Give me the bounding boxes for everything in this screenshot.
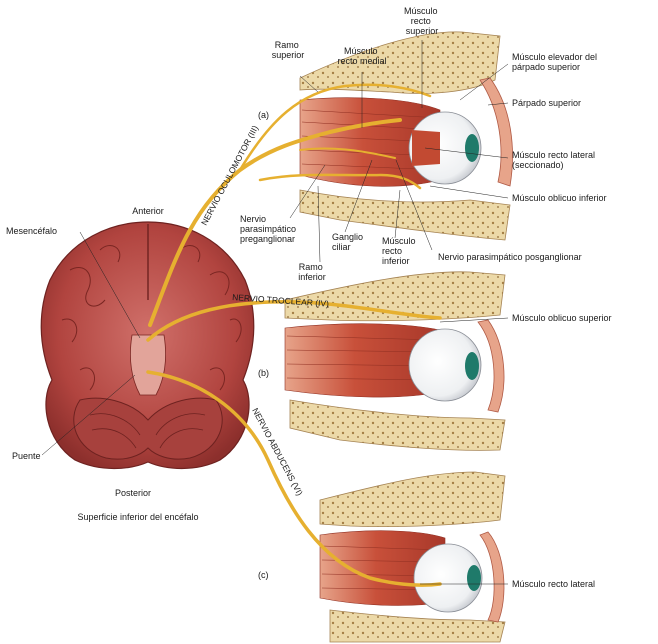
posterior-label: Posterior [115, 488, 151, 498]
recto-lateral-seccionado-label: Músculo recto lateral (seccionado) [512, 150, 598, 170]
oculomotor-nerve-path [148, 118, 402, 327]
parasimpatico-pos-label: Nervio parasimpático posganglionar [438, 252, 582, 262]
elevador-label: Músculo elevador del párpado superior [512, 52, 600, 72]
recto-inferior-label: Músculo recto inferior [382, 236, 418, 266]
orbit-c-eyeball [413, 543, 483, 613]
orbit-c-upper-bone [319, 471, 506, 528]
parasimpatico-pre-label: Nervio parasimpático preganglionar [240, 214, 299, 244]
orbit-a-eyeball [408, 111, 482, 185]
orbit-b-eyeball [408, 328, 482, 402]
anterior-label: Anterior [132, 206, 164, 216]
orbit-c-muscle-lines [321, 545, 446, 591]
oculomotor-medial-branch [299, 147, 396, 159]
oblicuo-superior-label: Músculo oblicuo superior [512, 313, 612, 323]
ramo-inferior-label: Ramo inferior [298, 262, 326, 282]
orbit-b-eyelid [477, 319, 505, 413]
orbit-b-iris [465, 352, 479, 380]
brain-inferior-view [40, 221, 255, 470]
oculomotor-superior-branch [238, 83, 432, 172]
mesencefalo-label: Mesencéfalo [6, 226, 57, 236]
orbit-c-iris [467, 565, 481, 591]
panel-a-label: (a) [258, 110, 269, 120]
puente-label: Puente [12, 451, 41, 461]
orbit-a-lower-bone [299, 189, 511, 241]
ganglio-ciliar-label: Ganglio ciliar [332, 232, 366, 252]
oblicuo-inferior-label: Músculo oblicuo inferior [512, 193, 607, 203]
panel-c-label: (c) [258, 570, 269, 580]
orbit-b-muscle-lines [286, 335, 441, 381]
brain-caption: Superficie inferior del encéfalo [77, 512, 198, 522]
trochlear-nerve-path [146, 300, 442, 342]
leader-lines [41, 40, 509, 585]
orbit-panel-a [299, 31, 513, 241]
abducens-nerve-path [146, 370, 442, 587]
panel-b-label: (b) [258, 368, 269, 378]
orbit-a-muscle-lines [301, 109, 441, 171]
orbit-a-upper-bone [299, 31, 501, 94]
recto-lateral-label: Músculo recto lateral [512, 579, 595, 589]
parpado-superior-label: Párpado superior [512, 98, 581, 108]
orbit-panel-b [284, 271, 506, 451]
orbit-panel-c [319, 471, 506, 643]
orbit-b-upper-bone [284, 271, 506, 322]
cerebellum [73, 397, 223, 460]
orbit-c-eyelid [479, 531, 505, 623]
orbit-a-iris [465, 134, 479, 162]
orbit-a-eyelid [479, 77, 513, 187]
recto-medial-label: Músculo recto medial [337, 46, 386, 66]
brain-stem [130, 334, 166, 396]
orbit-b-lower-bone [289, 399, 506, 451]
recto-superior-label: Músculo recto superior [404, 6, 440, 36]
orbit-c-lower-bone [329, 609, 506, 643]
oculomotor-inferior-branch [258, 173, 422, 190]
ramo-superior-label: Ramo superior [272, 40, 305, 60]
oculomotor-nerve-label: NERVIO OCULOMOTOR (III) [199, 124, 260, 227]
nerves [146, 83, 442, 587]
cerebellum-folia [89, 413, 206, 449]
